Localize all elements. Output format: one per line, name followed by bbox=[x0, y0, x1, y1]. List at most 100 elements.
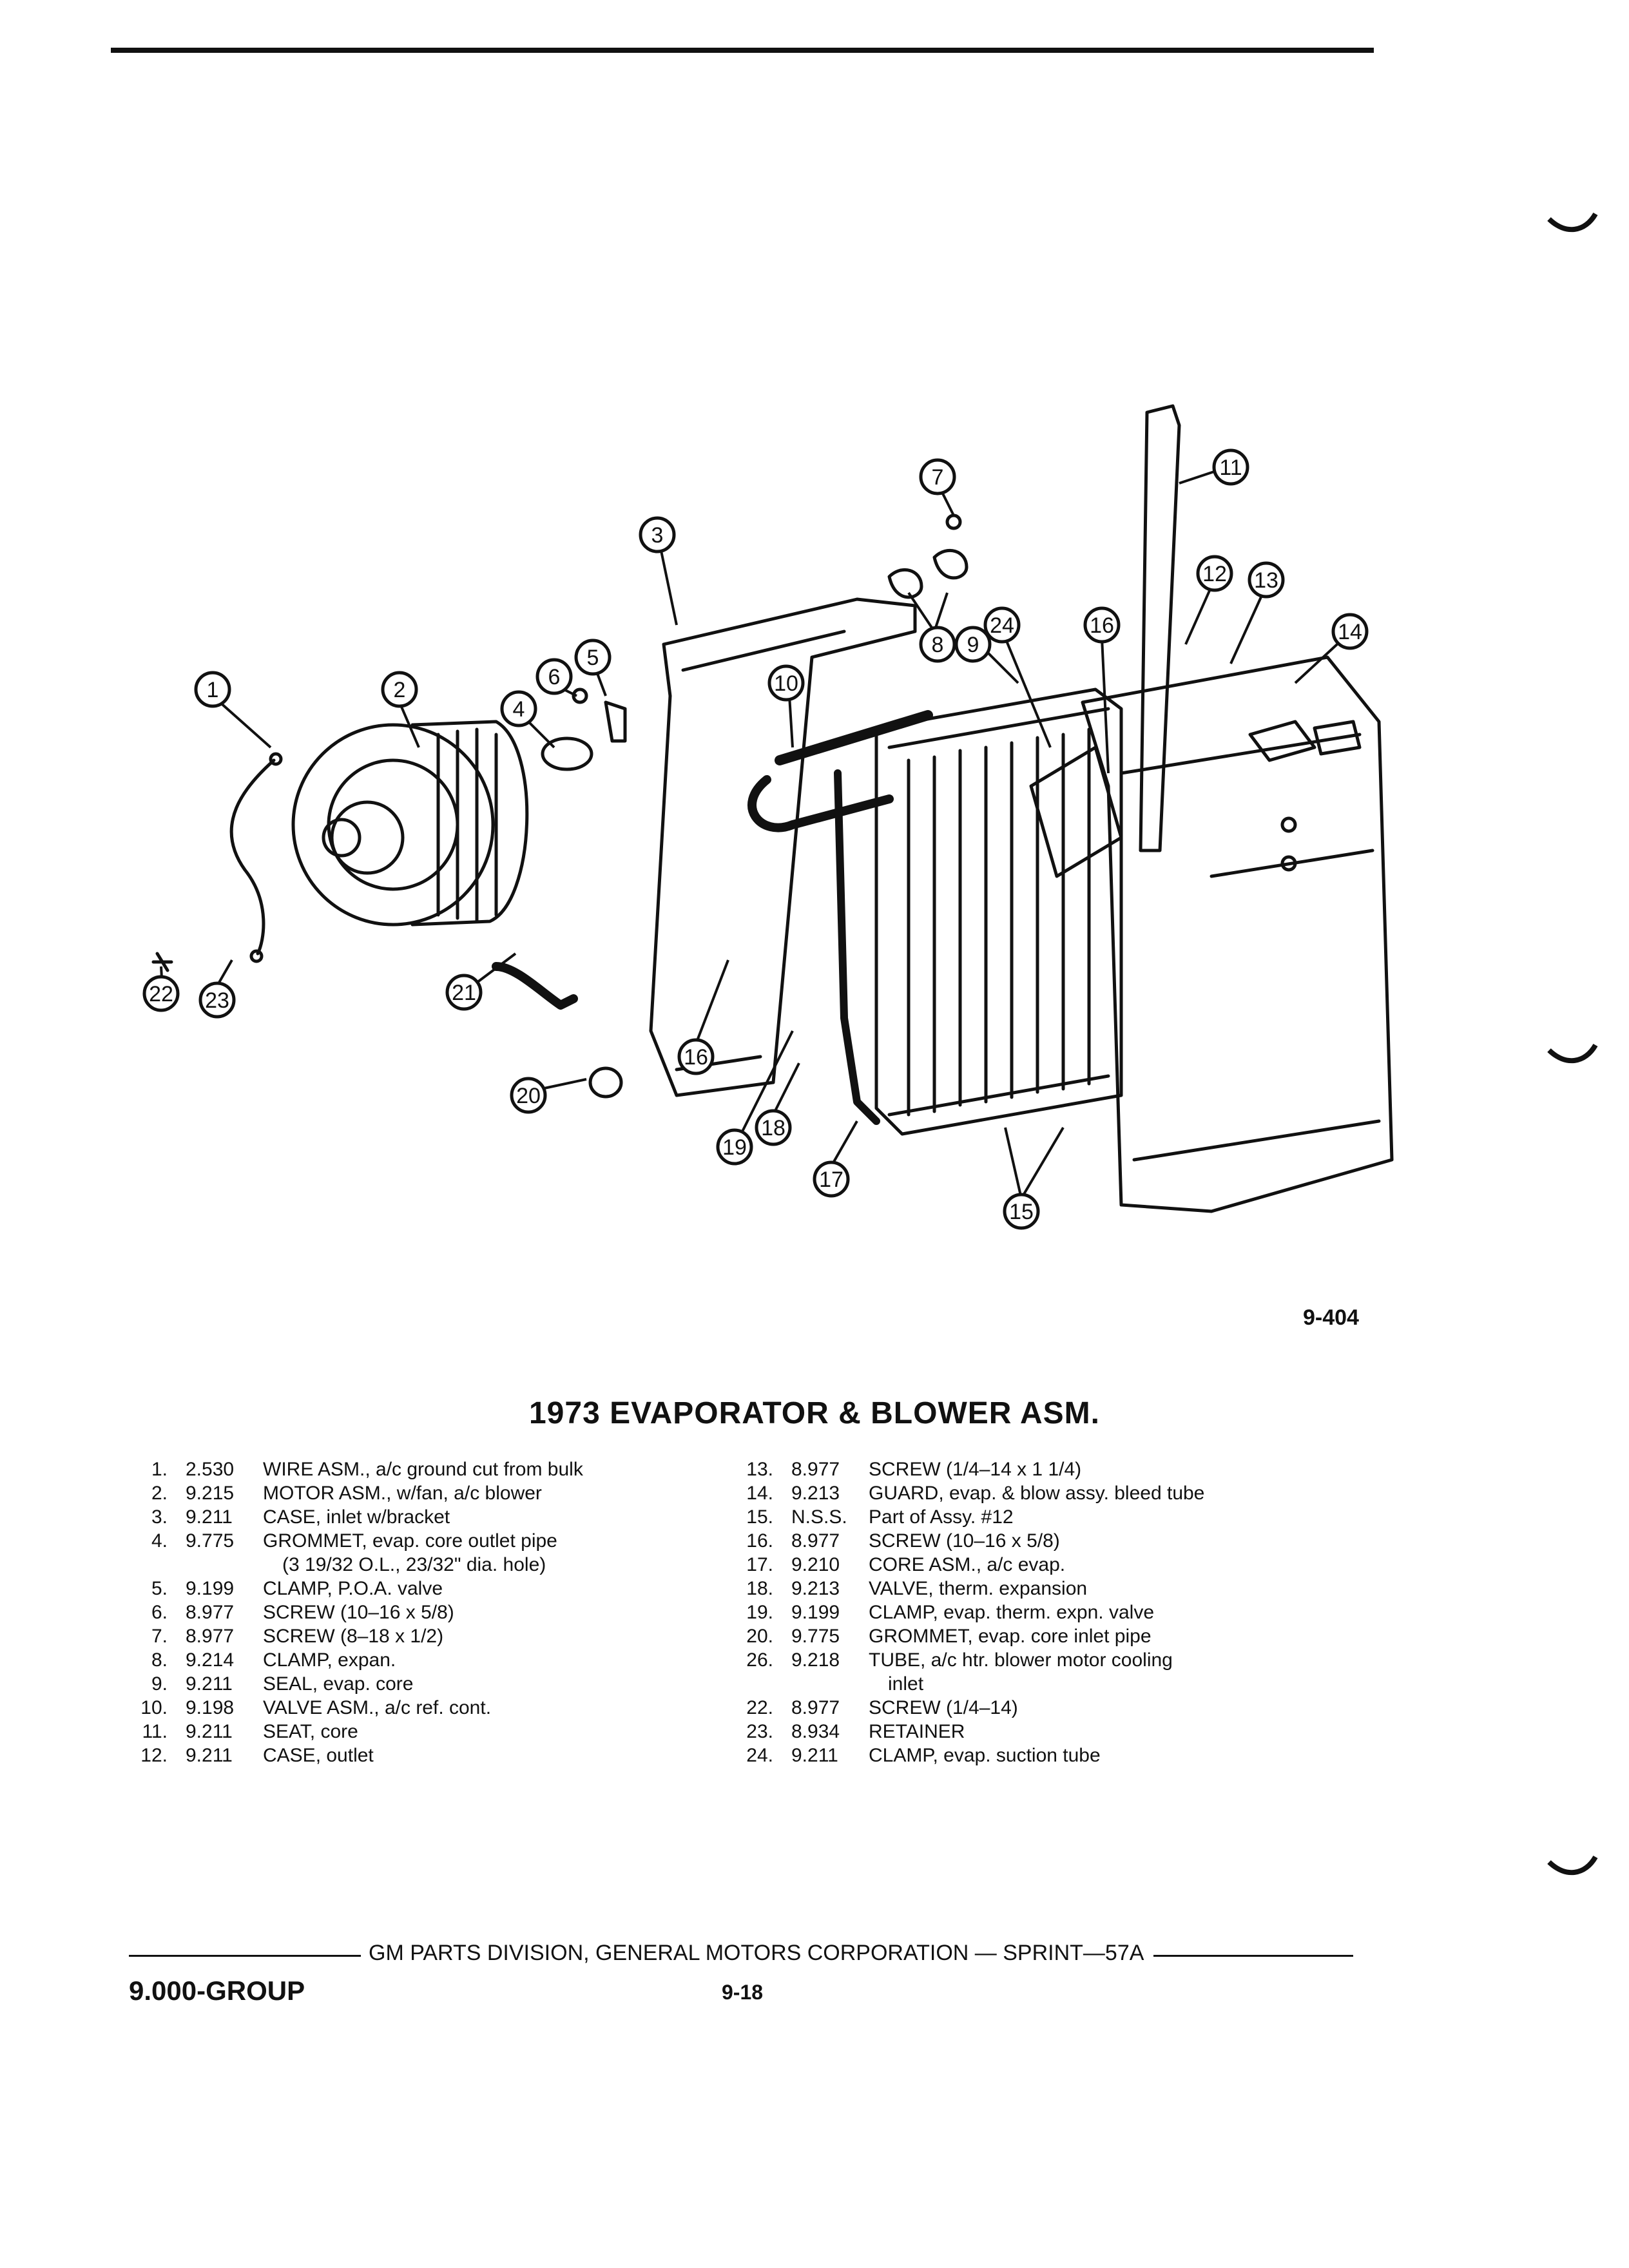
exploded-parts-diagram: 1 2 3 4 5 6 7 8 9 10 11 12 13 14 15 16 1… bbox=[142, 404, 1394, 1230]
callout-14: 14 bbox=[1331, 613, 1369, 650]
part-row: 15.N.S.S.Part of Assy. #12 bbox=[746, 1506, 1014, 1528]
top-rule bbox=[111, 48, 1374, 53]
svg-text:16: 16 bbox=[1090, 613, 1114, 638]
screw-6-part bbox=[572, 687, 588, 704]
svg-text:2: 2 bbox=[394, 678, 406, 702]
callout-10: 10 bbox=[767, 664, 805, 702]
callout-6: 6 bbox=[535, 658, 573, 695]
page-number: 9-18 bbox=[722, 1981, 764, 2004]
callout-label: 1 bbox=[207, 678, 219, 702]
svg-text:9: 9 bbox=[967, 633, 979, 657]
binding-mark bbox=[1547, 1856, 1598, 1876]
binding-mark bbox=[1547, 213, 1598, 233]
svg-text:24: 24 bbox=[990, 613, 1014, 638]
page-title: 1973 EVAPORATOR & BLOWER ASM. bbox=[528, 1396, 1100, 1430]
clamp-5-part bbox=[604, 700, 627, 743]
svg-text:7: 7 bbox=[932, 465, 944, 490]
callout-15: 15 bbox=[1003, 1193, 1040, 1230]
svg-text:11: 11 bbox=[1219, 456, 1242, 480]
callout-20: 20 bbox=[510, 1077, 547, 1114]
callout-1: 1 bbox=[194, 671, 231, 708]
callout-22: 22 bbox=[142, 975, 180, 1012]
callout-23: 23 bbox=[198, 981, 236, 1019]
blower-motor-part bbox=[291, 720, 529, 927]
outlet-case-part bbox=[1081, 655, 1394, 1213]
svg-text:23: 23 bbox=[205, 988, 229, 1013]
svg-text:6: 6 bbox=[548, 665, 561, 689]
screw-7-part bbox=[945, 514, 962, 530]
callout-3: 3 bbox=[639, 516, 676, 553]
core-seat-part bbox=[1139, 404, 1181, 852]
svg-text:5: 5 bbox=[587, 646, 599, 670]
svg-text:15: 15 bbox=[1009, 1200, 1034, 1224]
callout-2: 2 bbox=[381, 671, 418, 708]
svg-text:16: 16 bbox=[684, 1045, 708, 1070]
callout-9: 9 bbox=[954, 626, 992, 663]
svg-text:10: 10 bbox=[774, 671, 798, 696]
cooling-tube-part bbox=[492, 962, 578, 1010]
svg-text:21: 21 bbox=[452, 981, 476, 1005]
svg-text:19: 19 bbox=[722, 1135, 747, 1160]
callout-16a: 16 bbox=[1083, 606, 1121, 644]
grommet-20-part bbox=[588, 1066, 623, 1099]
callout-8: 8 bbox=[919, 626, 956, 663]
screw-22-part bbox=[151, 952, 173, 972]
group-label: 9.000-GROUP bbox=[129, 1975, 305, 2006]
binding-mark bbox=[1547, 1044, 1598, 1064]
grommet-4-part bbox=[541, 736, 593, 771]
part-row-continuation: inlet bbox=[888, 1673, 924, 1695]
svg-text:13: 13 bbox=[1254, 568, 1278, 593]
bleed-tube-guard-part bbox=[1313, 720, 1362, 756]
svg-text:17: 17 bbox=[819, 1168, 843, 1192]
callout-18: 18 bbox=[755, 1109, 792, 1146]
callout-11: 11 bbox=[1212, 448, 1249, 486]
footer-text: GM PARTS DIVISION, GENERAL MOTORS CORPOR… bbox=[369, 1941, 1144, 1965]
svg-text:20: 20 bbox=[516, 1084, 541, 1108]
callout-12: 12 bbox=[1196, 555, 1233, 592]
svg-text:22: 22 bbox=[149, 982, 173, 1006]
callout-17: 17 bbox=[813, 1160, 850, 1198]
svg-text:12: 12 bbox=[1202, 562, 1227, 586]
suction-clamp-part bbox=[1029, 745, 1123, 878]
footer-rule-right bbox=[1153, 1955, 1353, 1957]
clamp-8a-part bbox=[887, 568, 923, 599]
callout-4: 4 bbox=[500, 690, 537, 727]
wire-part bbox=[229, 758, 276, 956]
svg-text:4: 4 bbox=[513, 697, 525, 722]
svg-text:18: 18 bbox=[761, 1116, 786, 1140]
evaporator-core-part bbox=[874, 687, 1123, 1136]
svg-text:14: 14 bbox=[1338, 620, 1362, 644]
callout-19: 19 bbox=[716, 1128, 753, 1166]
callout-21: 21 bbox=[445, 974, 483, 1011]
callout-5: 5 bbox=[574, 639, 612, 676]
callout-16b: 16 bbox=[677, 1038, 715, 1075]
callout-13: 13 bbox=[1248, 561, 1285, 599]
svg-text:8: 8 bbox=[932, 633, 944, 657]
part-row-continuation: (3 19/32 O.L., 23/32" dia. hole) bbox=[282, 1554, 546, 1575]
